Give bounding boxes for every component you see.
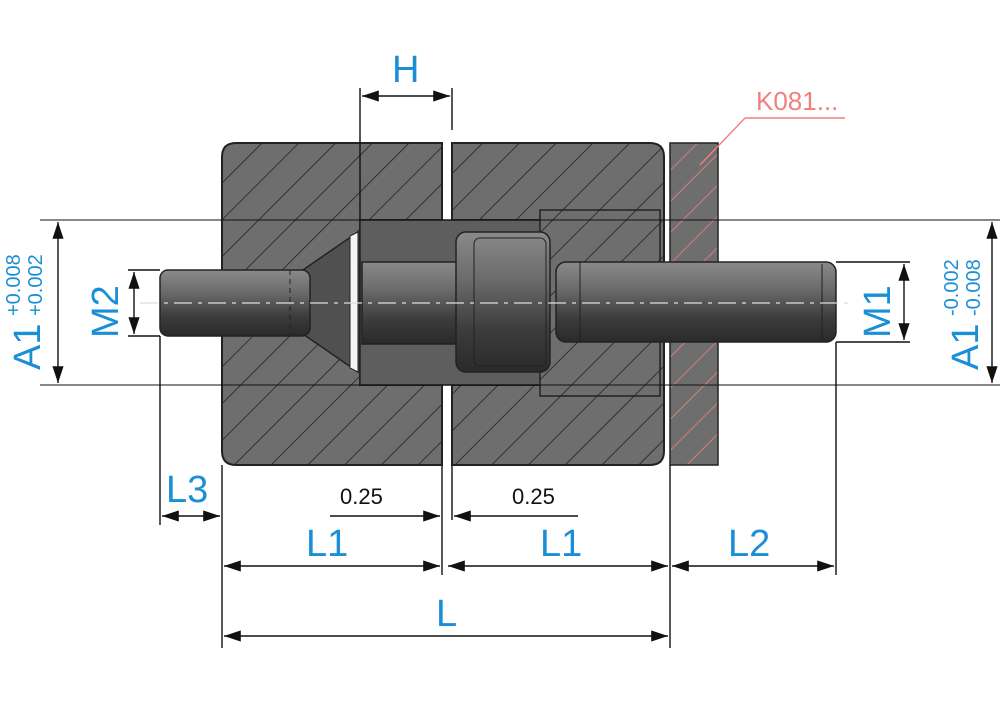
dimension-lines [52,88,998,648]
label-m2: M2 [85,285,127,338]
label-m1: M1 [857,285,899,338]
label-reference: K081... [756,86,838,116]
label-gap-left: 0.25 [340,484,383,509]
label-a1-left-tol-lower: +0.002 [25,254,47,316]
pin-m1 [555,261,837,343]
label-l: L [436,593,457,635]
label-a1-right-tol-lower: -0.008 [963,259,985,316]
reference-leader [699,117,845,166]
label-l1-right: L1 [540,523,582,565]
label-a1-left-tol-upper: +0.008 [3,254,25,316]
a1-extension-lines [40,219,1000,386]
label-a1-left: A1 [7,324,49,370]
label-l1-left: L1 [306,523,348,565]
label-h: H [392,49,419,91]
label-a1-right-tol-upper: -0.002 [941,259,963,316]
label-l3: L3 [166,469,208,511]
label-l2: L2 [728,523,770,565]
label-gap-right: 0.25 [512,484,555,509]
label-a1-right: A1 [945,324,987,370]
